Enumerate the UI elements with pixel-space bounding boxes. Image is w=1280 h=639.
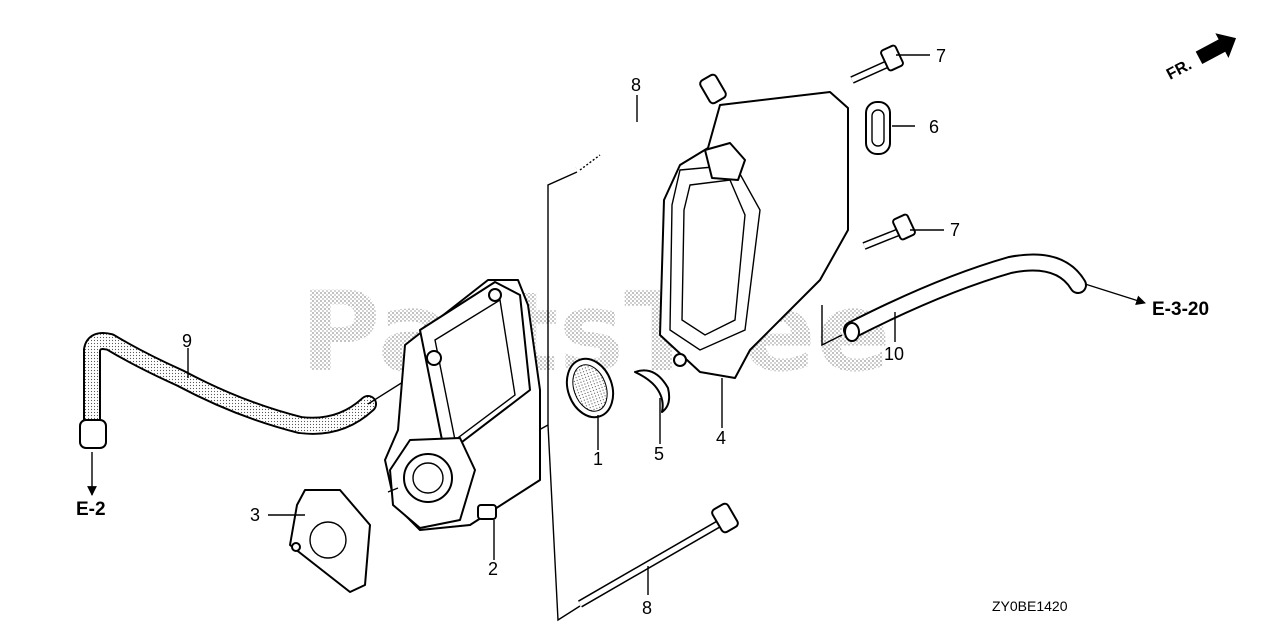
callout-6: 6 [929,117,939,137]
gasket-part-3 [289,489,371,593]
filter-part-1 [565,357,615,419]
front-marker-label: FR. [1164,56,1195,83]
callout-4: 4 [716,428,726,448]
callout-10: 10 [884,344,904,364]
callout-8-lower: 8 [642,598,652,618]
callout-3: 3 [250,505,260,525]
callout-2: 2 [488,559,498,579]
diagram-code: ZY0BE1420 [992,598,1068,614]
cover-part-4 [659,91,849,379]
hose-end-cap [79,419,107,449]
grommet-part-6 [865,101,891,155]
bolt-part-7-lower [862,213,916,250]
assembly-line-right [821,305,843,347]
callout-7-upper: 7 [936,46,946,66]
callout-5: 5 [654,444,664,464]
breather-tube-part-10 [843,253,1087,342]
front-direction-marker: FR. [1164,33,1237,84]
reference-right: E-3-20 [1152,299,1209,320]
reference-left: E-2 [76,499,106,520]
callout-9: 9 [182,331,192,351]
callout-1: 1 [593,449,603,469]
front-arrow-icon [1195,33,1237,64]
air-box-part-2 [384,279,541,531]
bolt-part-8-upper [574,73,727,171]
callout-7-lower: 7 [950,220,960,240]
leader-lines [87,54,1146,595]
hose-part-9 [79,332,431,449]
bolt-part-8-lower [577,502,739,608]
clip-part-5 [634,369,671,413]
callout-8-upper: 8 [631,75,641,95]
bolt-part-7-upper [850,44,904,84]
